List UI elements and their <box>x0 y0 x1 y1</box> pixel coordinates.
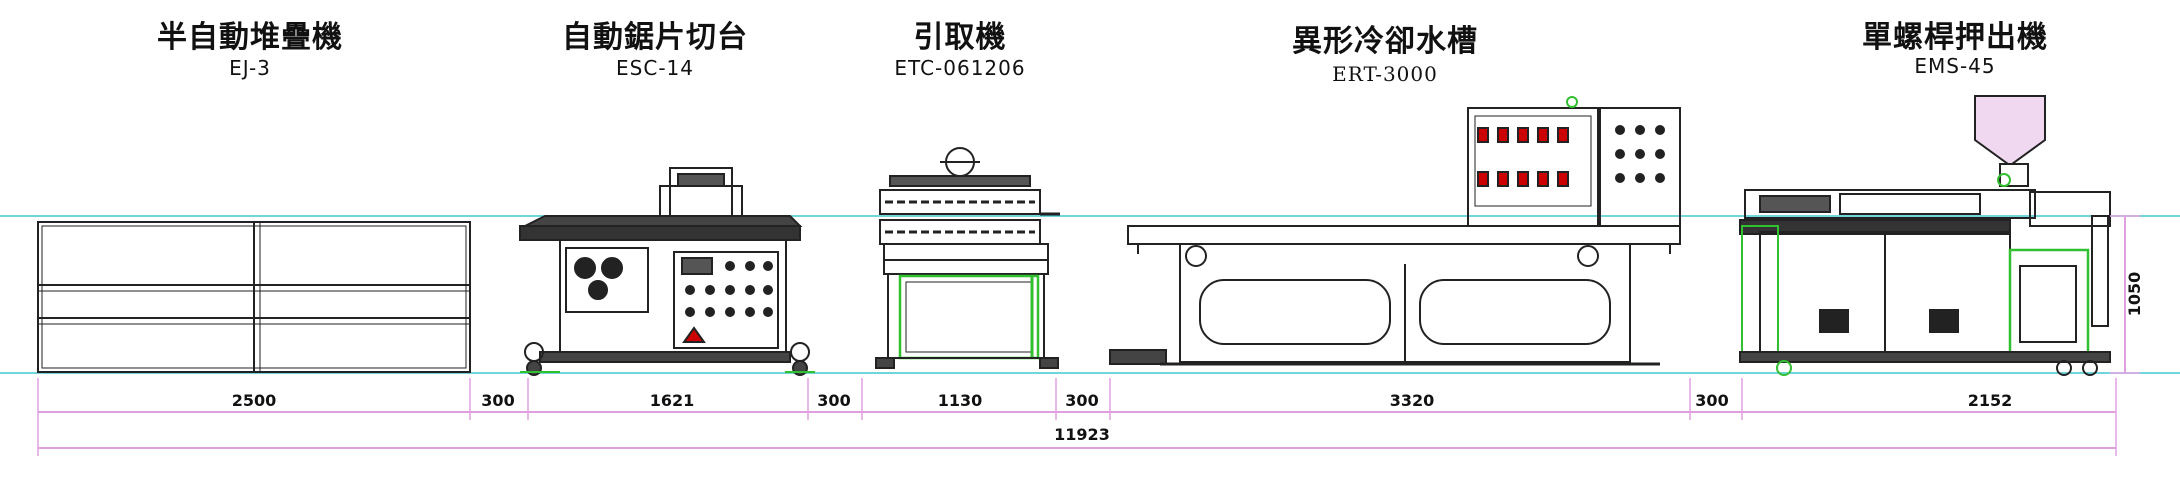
dim-label-total: 11923 <box>1054 425 1110 444</box>
dim-label-gap-3: 300 <box>1065 391 1098 410</box>
machine-model-stacker: EJ-3 <box>229 56 271 80</box>
dim-label-saw-cutter: 1621 <box>650 391 695 410</box>
machine-title-stacker: 半自動堆疊機 <box>157 20 343 55</box>
machine-model-haul-off: ETC-061206 <box>894 56 1026 80</box>
saw-cutter-drawing <box>519 167 815 376</box>
dim-label-gap-4: 300 <box>1695 391 1728 410</box>
machine-title-extruder: 單螺桿押出機 <box>1862 20 2048 55</box>
machine-model-saw-cutter: ESC-14 <box>616 56 694 80</box>
machine-model-extruder: EMS-45 <box>1914 54 1996 78</box>
extruder-drawing <box>1739 95 2111 376</box>
cooling-tank-drawing <box>1109 96 1681 366</box>
dim-label-cooling-tank: 3320 <box>1390 391 1435 410</box>
dim-label-extruder: 2152 <box>1968 391 2013 410</box>
dimension-labels: 2500 300 1621 300 1130 300 3320 300 2152… <box>232 272 2144 444</box>
dimension-lines <box>37 215 2140 456</box>
dim-label-stacker: 2500 <box>232 391 277 410</box>
machine-title-haul-off: 引取機 <box>913 20 1007 55</box>
machine-model-cooling-tank: ERT-3000 <box>1332 62 1438 86</box>
dim-label-haul-off: 1130 <box>938 391 983 410</box>
haul-off-drawing <box>875 147 1060 369</box>
dim-label-gap-2: 300 <box>817 391 850 410</box>
machine-title-cooling-tank: 異形冷卻水槽 <box>1292 24 1478 59</box>
dim-label-gap-1: 300 <box>481 391 514 410</box>
dim-label-height: 1050 <box>2125 272 2144 317</box>
machine-title-saw-cutter: 自動鋸片切台 <box>562 20 748 55</box>
stacker-drawing <box>37 221 471 373</box>
